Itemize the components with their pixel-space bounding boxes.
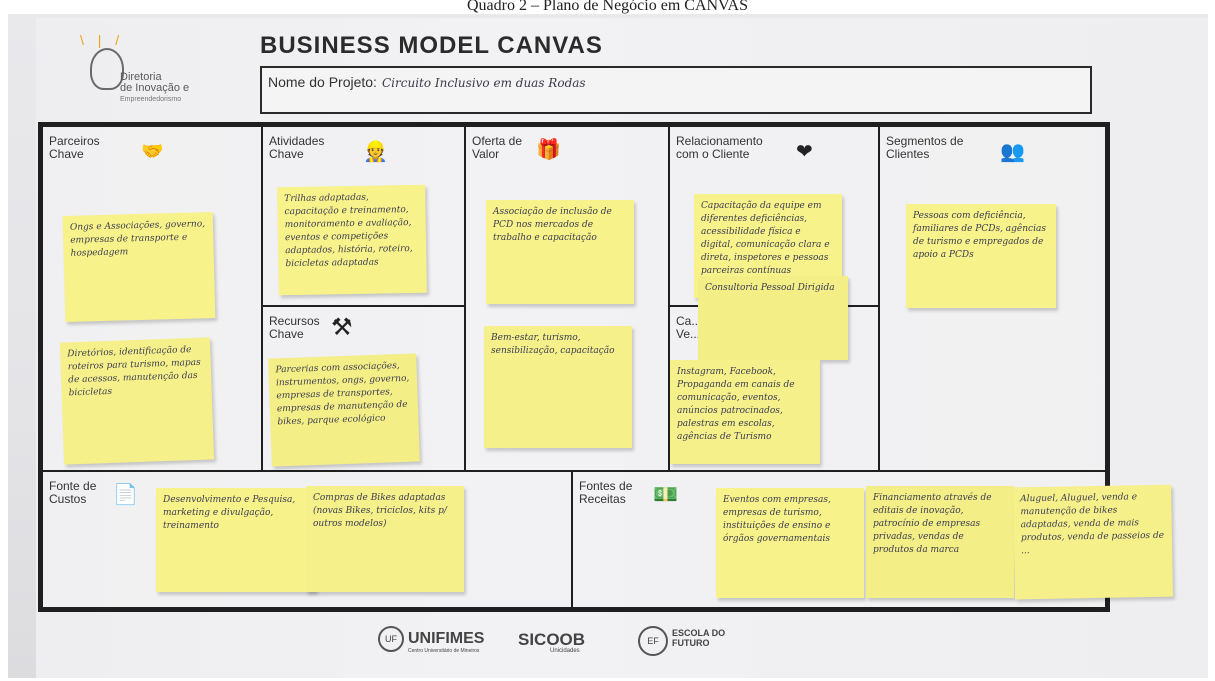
sticky-note: Pessoas com deficiência, familiares de P…: [906, 204, 1056, 308]
lightbulb-rays-icon: \ | /: [80, 32, 125, 48]
sicoob-logo: SICOOB: [518, 630, 586, 649]
hammer-pick-icon: ⚒: [331, 314, 353, 341]
sticky-note: Parcerias com associações, instrumentos,…: [268, 353, 420, 467]
sticky-note: Aluguel, Aluguel, venda e manutenção de …: [1013, 484, 1173, 600]
lightbulb-icon: [90, 48, 124, 90]
sticky-note: Consultoria Pessoal Dirigida: [698, 276, 848, 360]
sticky-note: Associação de inclusão de PCD nos mercad…: [486, 200, 634, 304]
project-value: Circuito Inclusivo em duas Rodas: [382, 76, 586, 90]
sticky-note: Bem-estar, turismo, sensibilização, capa…: [484, 326, 632, 448]
escola-do-futuro-logo: ESCOLA DO FUTURO: [672, 628, 726, 648]
sticky-note: Ongs e Associações, governo, empresas de…: [62, 212, 216, 322]
sticky-note: Compras de Bikes adaptadas (novas Bikes,…: [306, 486, 464, 592]
sticky-note: Eventos com empresas, empresas de turism…: [716, 488, 864, 598]
sticky-note: Diretórios, identificação de roteiros pa…: [59, 337, 215, 465]
sticky-note: Instagram, Facebook, Propaganda em canai…: [670, 360, 820, 464]
uf-logo: UF: [378, 626, 404, 652]
money-icon: 💵: [653, 484, 678, 506]
sticky-note: Desenvolvimento e Pesquisa, marketing e …: [156, 488, 316, 592]
figure-caption: Quadro 2 – Plano de Negócio em CANVAS: [466, 0, 748, 14]
sticky-note: Financiamento através de editais de inov…: [866, 486, 1014, 598]
sticky-note: Trilhas adaptadas, capacitação e treinam…: [277, 184, 427, 296]
heart-icon: ❤: [796, 141, 813, 163]
unifimes-subtitle: Centro Universitário de Mineiros: [408, 648, 480, 654]
page-title: BUSINESS MODEL CANVAS: [260, 32, 603, 59]
handshake-icon: 🤝: [141, 141, 164, 161]
footer-logos: UF UNIFIMES Centro Universitário de Mine…: [378, 626, 798, 656]
sicoob-subtitle: Unicidades: [550, 648, 580, 654]
logo-diretoria: Diretoria de Inovação e Empreendedorismo: [120, 71, 190, 104]
project-name-box: Nome do Projeto: Circuito Inclusivo em d…: [260, 66, 1092, 114]
gift-icon: 🎁: [536, 139, 561, 161]
escola-do-futuro-icon: EF: [638, 626, 668, 656]
project-label: Nome do Projeto:: [268, 74, 377, 90]
worker-icon: 👷: [363, 141, 388, 163]
people-network-icon: 👥: [1000, 141, 1025, 163]
canvas-photo: \ | / Diretoria de Inovação e Empreended…: [8, 14, 1208, 678]
unifimes-logo: UNIFIMES: [408, 630, 485, 647]
document-icon: 📄: [113, 484, 138, 506]
